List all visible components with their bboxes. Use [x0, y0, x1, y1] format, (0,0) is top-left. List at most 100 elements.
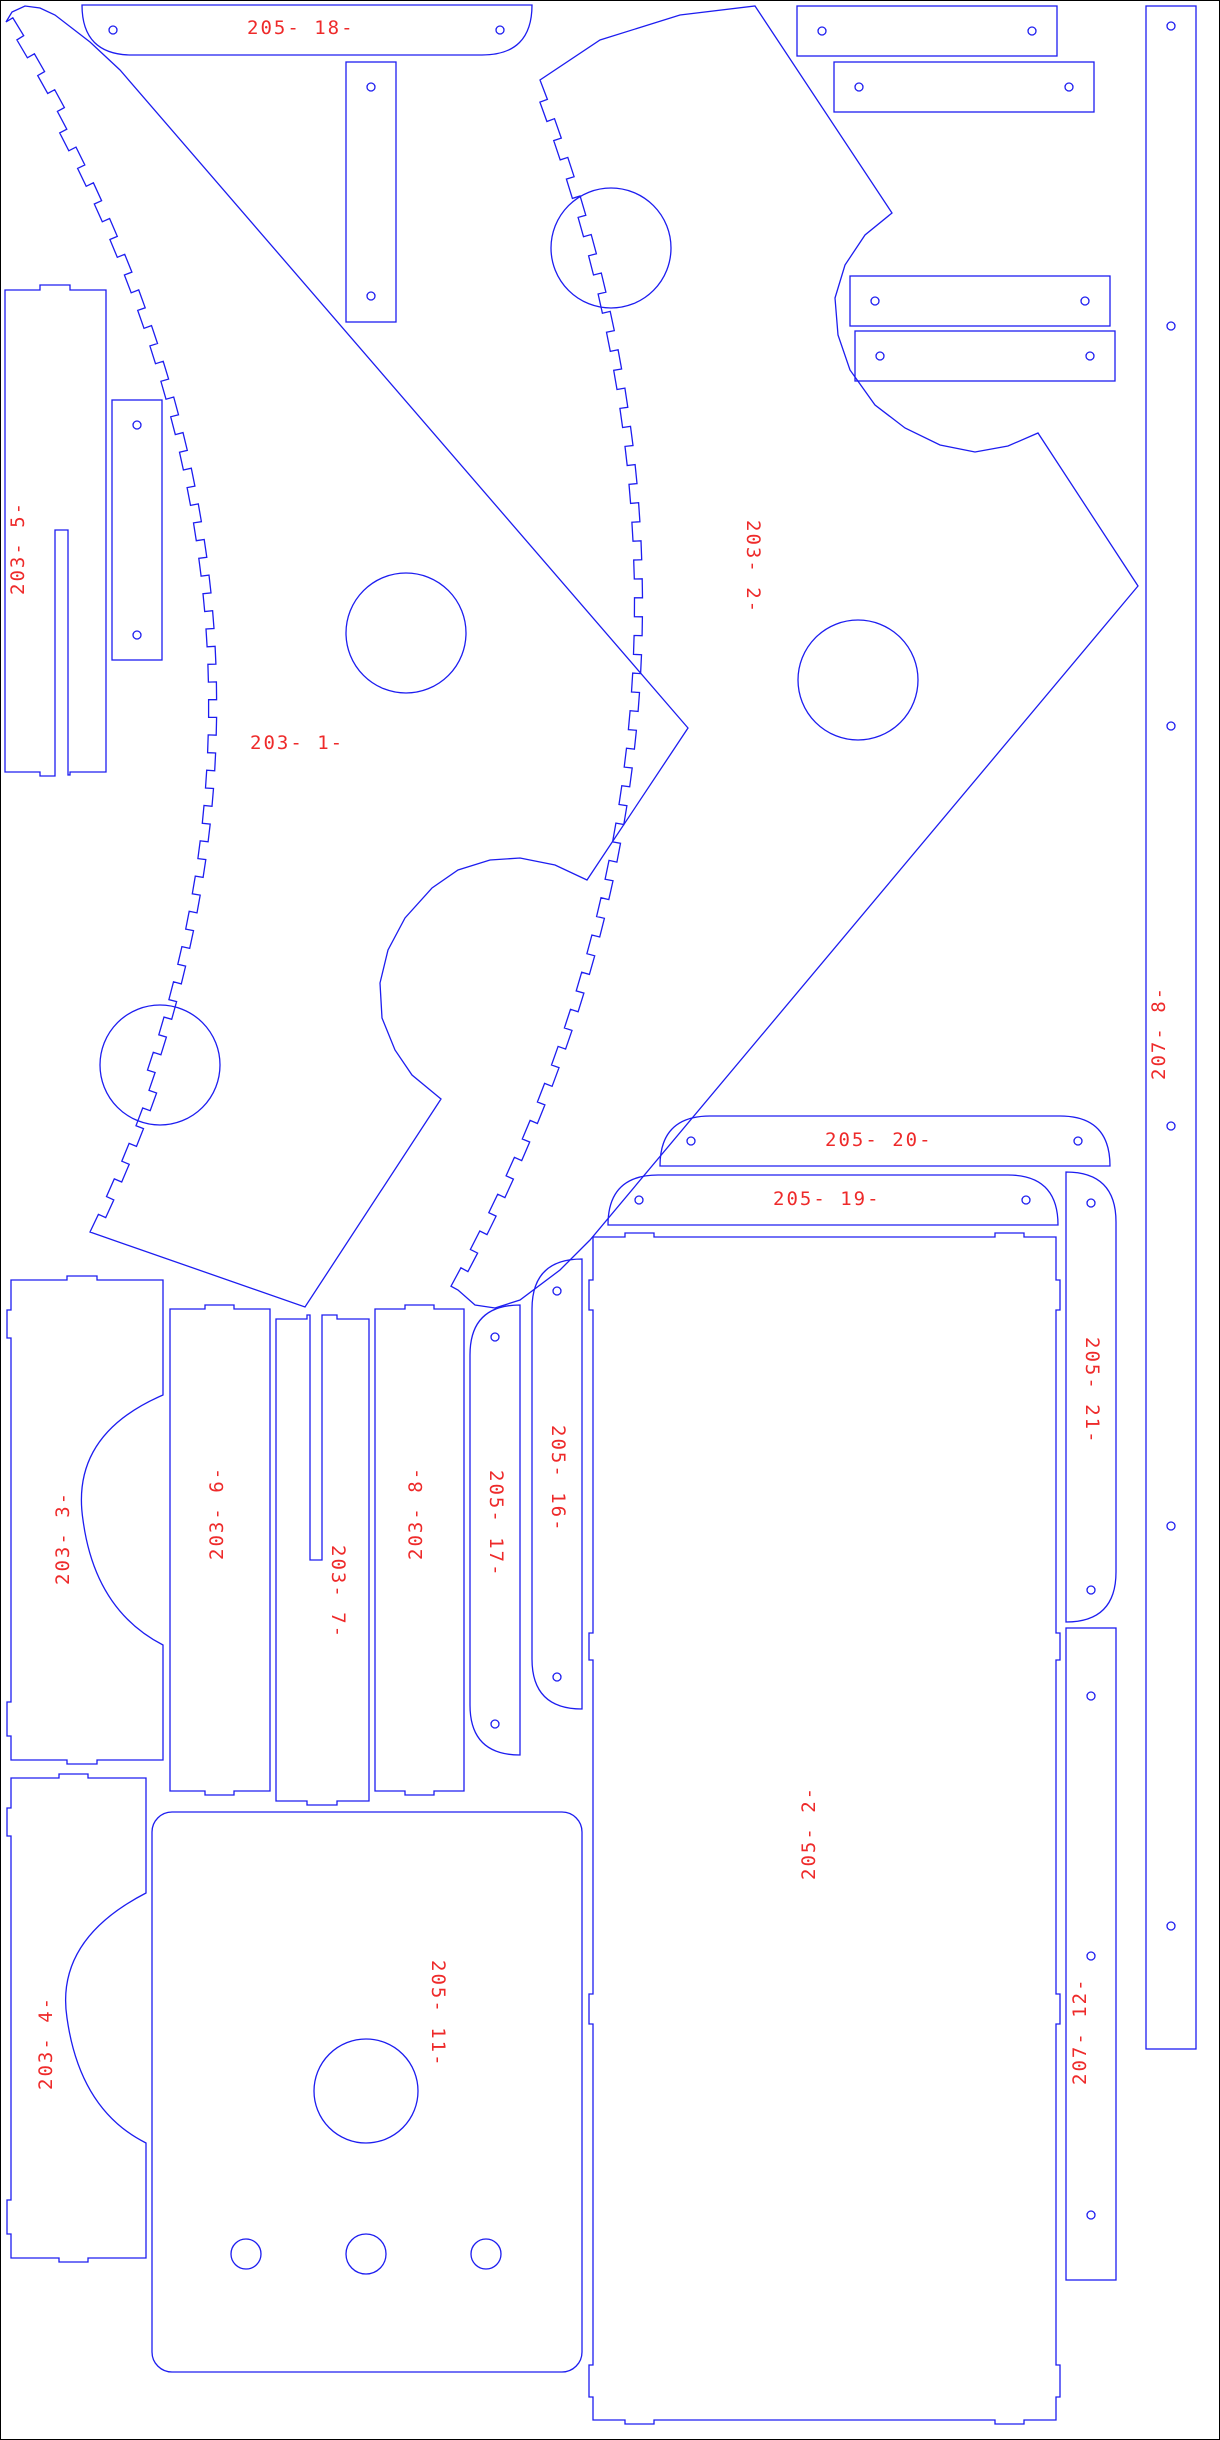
part-207-8-hole-2: [1166, 321, 1176, 331]
part-207-8: 207- 8-: [1145, 5, 1197, 2050]
part-203-3-label: 203- 3-: [52, 1491, 74, 1585]
part-207-8-hole-5: [1166, 1521, 1176, 1531]
part-203-3: 203- 3-: [6, 1275, 164, 1765]
part-203-6-outline: [169, 1304, 271, 1796]
part-small-bar-d-outline: [833, 61, 1095, 113]
part-207-12-hole-3: [1086, 2210, 1096, 2220]
part-205-11: 205- 11-: [151, 1811, 583, 2373]
part-203-2-hole-upper: [550, 187, 672, 309]
part-207-8-hole-1: [1166, 21, 1176, 31]
part-small-bar-e-hole-left: [870, 296, 880, 306]
part-small-bar-d-hole-right: [1064, 82, 1074, 92]
part-203-1-label: 203- 1-: [250, 732, 344, 754]
part-205-11-outline: [151, 1811, 583, 2373]
part-205-2-outline: [588, 1232, 1061, 2425]
part-small-bar-b-hole-top: [132, 420, 142, 430]
part-203-7: 203- 7-: [275, 1314, 370, 1806]
part-small-bar-c-hole-left: [817, 26, 827, 36]
part-205-20-label: 205- 20-: [825, 1129, 933, 1151]
part-small-bar-f-outline: [854, 330, 1116, 382]
part-205-21: 205- 21-: [1065, 1171, 1117, 1623]
part-205-17-hole-top: [490, 1332, 500, 1342]
part-205-21-outline: [1065, 1171, 1117, 1623]
part-205-19-outline: [607, 1174, 1059, 1226]
part-203-5-label: 203- 5-: [7, 501, 29, 595]
part-205-19-label: 205- 19-: [773, 1188, 881, 1210]
part-205-19: 205- 19-: [607, 1174, 1059, 1226]
part-203-8: 203- 8-: [374, 1304, 465, 1796]
part-203-7-outline: [275, 1314, 370, 1806]
part-203-7-label: 203- 7-: [327, 1545, 349, 1639]
part-small-bar-b-outline: [111, 399, 163, 661]
part-207-8-label: 207- 8-: [1148, 986, 1170, 1080]
part-203-6: 203- 6-: [169, 1304, 271, 1796]
part-203-1: 203- 1-: [5, 5, 689, 1308]
part-small-bar-e-hole-right: [1080, 296, 1090, 306]
part-207-12-hole-1: [1086, 1691, 1096, 1701]
part-205-18-outline: [81, 4, 533, 56]
part-205-21-label: 205- 21-: [1081, 1337, 1103, 1445]
part-205-16-outline: [531, 1258, 583, 1710]
part-203-8-outline: [374, 1304, 465, 1796]
part-205-17-hole-bottom: [490, 1719, 500, 1729]
part-207-8-hole-3: [1166, 721, 1176, 731]
part-203-4-label: 203- 4-: [35, 1996, 57, 2090]
part-205-16-hole-top: [552, 1286, 562, 1296]
part-205-11-hole-small-right: [470, 2238, 502, 2270]
part-205-11-hole-small-left: [230, 2238, 262, 2270]
part-small-bars-top-right: [796, 5, 1116, 382]
part-203-2-hole-lower: [797, 619, 919, 741]
part-205-16: 205- 16-: [531, 1258, 583, 1710]
part-small-bar-f-hole-right: [1085, 351, 1095, 361]
part-205-17-label: 205- 17-: [485, 1470, 507, 1578]
part-small-bar-c-hole-right: [1027, 26, 1037, 36]
part-205-18-hole-right: [495, 25, 505, 35]
part-205-11-label: 205- 11-: [427, 1960, 449, 2068]
part-203-2-outline: [450, 5, 1139, 1309]
part-205-21-hole-top: [1086, 1198, 1096, 1208]
part-205-19-hole-right: [1021, 1195, 1031, 1205]
part-small-bar-a-hole-top: [366, 82, 376, 92]
part-205-2: 205- 2-: [588, 1232, 1061, 2425]
part-205-16-hole-bottom: [552, 1672, 562, 1682]
part-207-12-hole-2: [1086, 1951, 1096, 1961]
part-205-20-hole-left: [686, 1136, 696, 1146]
part-205-16-label: 205- 16-: [547, 1425, 569, 1533]
part-205-11-hole-small-center: [345, 2233, 387, 2275]
part-205-11-hole-large: [313, 2038, 419, 2144]
part-small-bar-e-outline: [849, 275, 1111, 327]
part-205-19-hole-left: [634, 1195, 644, 1205]
part-203-5: 203- 5-: [4, 284, 107, 777]
part-203-5-outline: [4, 284, 107, 777]
part-small-bar-a-outline: [345, 61, 397, 323]
part-205-20-hole-right: [1073, 1136, 1083, 1146]
part-205-17-outline: [469, 1304, 521, 1756]
part-205-17: 205- 17-: [469, 1304, 521, 1756]
part-203-1-outline: [5, 5, 689, 1308]
part-203-2: 203- 2-: [450, 5, 1139, 1309]
part-203-1-hole-lower: [99, 1004, 221, 1126]
part-207-12-outline: [1065, 1627, 1117, 2281]
part-207-8-outline: [1145, 5, 1197, 2050]
part-203-8-label: 203- 8-: [405, 1466, 427, 1560]
part-205-21-hole-bottom: [1086, 1585, 1096, 1595]
part-205-18: 205- 18-: [81, 4, 533, 56]
part-203-4: 203- 4-: [6, 1773, 147, 2263]
part-203-2-label: 203- 2-: [742, 520, 764, 614]
part-small-bar-c-outline: [796, 5, 1058, 57]
part-207-12: 207- 12-: [1065, 1627, 1117, 2281]
part-207-8-hole-4: [1166, 1121, 1176, 1131]
part-203-1-hole-upper: [345, 572, 467, 694]
part-205-18-label: 205- 18-: [247, 17, 355, 39]
part-203-6-label: 203- 6-: [206, 1466, 228, 1560]
part-small-bar-f-hole-left: [875, 351, 885, 361]
part-205-18-hole-left: [108, 25, 118, 35]
part-203-4-outline: [6, 1773, 147, 2263]
part-small-bar-b-hole-bottom: [132, 630, 142, 640]
part-205-2-label: 205- 2-: [798, 1786, 820, 1880]
part-203-3-outline: [6, 1275, 164, 1765]
part-small-bar-a-hole-bottom: [366, 291, 376, 301]
part-small-bar-a: [345, 61, 397, 323]
